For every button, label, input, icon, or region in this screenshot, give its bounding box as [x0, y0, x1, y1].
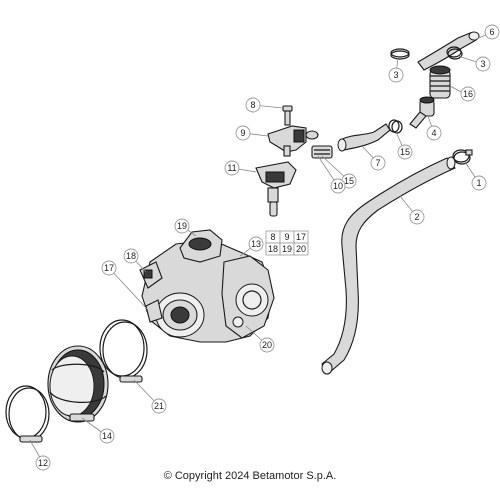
callout-15-upper: 15 [397, 144, 413, 160]
clamp-15-lower [311, 145, 333, 159]
callout-2: 2 [409, 209, 425, 225]
callout-4-label: 4 [431, 128, 436, 138]
callout-9: 9 [235, 125, 251, 141]
callout-6: 6 [484, 24, 500, 40]
callout-18: 18 [123, 248, 139, 264]
copyright-notice: © Copyright 2024 Betamotor S.p.A. [163, 470, 337, 482]
callout-1-label: 1 [476, 178, 481, 188]
callout-21: 21 [151, 398, 167, 414]
hose-7 [337, 123, 391, 152]
hose-2 [321, 156, 456, 375]
callout-3-right: 3 [475, 56, 491, 72]
kit-box-item: 20 [296, 244, 306, 254]
kit-box-item: 8 [270, 232, 275, 242]
callout-14: 14 [99, 428, 115, 444]
screw-8 [282, 105, 293, 126]
callout-11-label: 11 [227, 163, 236, 173]
callout-6-label: 6 [489, 27, 494, 37]
kit-box: 8 9 17 18 19 20 [265, 230, 309, 256]
callout-15-lower-label: 15 [344, 176, 354, 186]
throttle-body [139, 229, 275, 343]
callout-13-label: 13 [251, 239, 261, 249]
clamp-12 [5, 385, 50, 443]
callout-10-label: 10 [333, 181, 343, 191]
callout-8: 8 [245, 97, 261, 113]
callout-20-label: 20 [262, 340, 272, 350]
callout-13: 13 [248, 236, 264, 252]
callout-3-right-label: 3 [480, 59, 485, 69]
clamp-1 [452, 149, 473, 165]
callout-4: 4 [426, 125, 442, 141]
callout-3-left-label: 3 [393, 70, 398, 80]
manifold-14 [47, 345, 109, 423]
kit-box-cell [293, 242, 309, 256]
callout-18-label: 18 [126, 251, 136, 261]
callout-21-label: 21 [154, 401, 164, 411]
callout-14-label: 14 [102, 431, 112, 441]
clamp-15-upper [388, 119, 403, 134]
callout-3-left: 3 [388, 67, 404, 83]
valve-9 [267, 125, 319, 157]
callout-16: 16 [460, 86, 476, 102]
callout-19: 19 [174, 218, 190, 234]
callout-12-label: 12 [38, 458, 48, 468]
callout-15-upper-label: 15 [400, 147, 410, 157]
clamp-3-right [446, 46, 463, 60]
callout-12: 12 [35, 455, 51, 471]
breather-hose-6 [417, 31, 480, 71]
callout-7: 7 [370, 155, 386, 171]
callout-10: 10 [330, 178, 346, 194]
fitting-4 [409, 96, 435, 129]
callout-17: 17 [101, 260, 117, 276]
callout-19-label: 19 [177, 221, 187, 231]
kit-box-item: 19 [282, 244, 292, 254]
callout-15-lower: 15 [341, 173, 357, 189]
callout-2-label: 2 [414, 212, 419, 222]
callout-11: 11 [224, 160, 240, 176]
callout-16-label: 16 [463, 89, 473, 99]
callout-1: 1 [471, 175, 487, 191]
callout-7-label: 7 [375, 158, 380, 168]
callout-8-label: 8 [250, 100, 255, 110]
callout-9-label: 9 [240, 128, 245, 138]
fitting-16 [429, 65, 451, 99]
kit-box-item: 18 [268, 244, 278, 254]
kit-box-item: 9 [284, 232, 289, 242]
clamp-21 [99, 319, 148, 383]
callout-20: 20 [259, 337, 275, 353]
callout-17-label: 17 [104, 263, 114, 273]
kit-box-item: 17 [296, 232, 306, 242]
clamp-3-left [390, 48, 410, 60]
injector-11 [255, 161, 297, 217]
